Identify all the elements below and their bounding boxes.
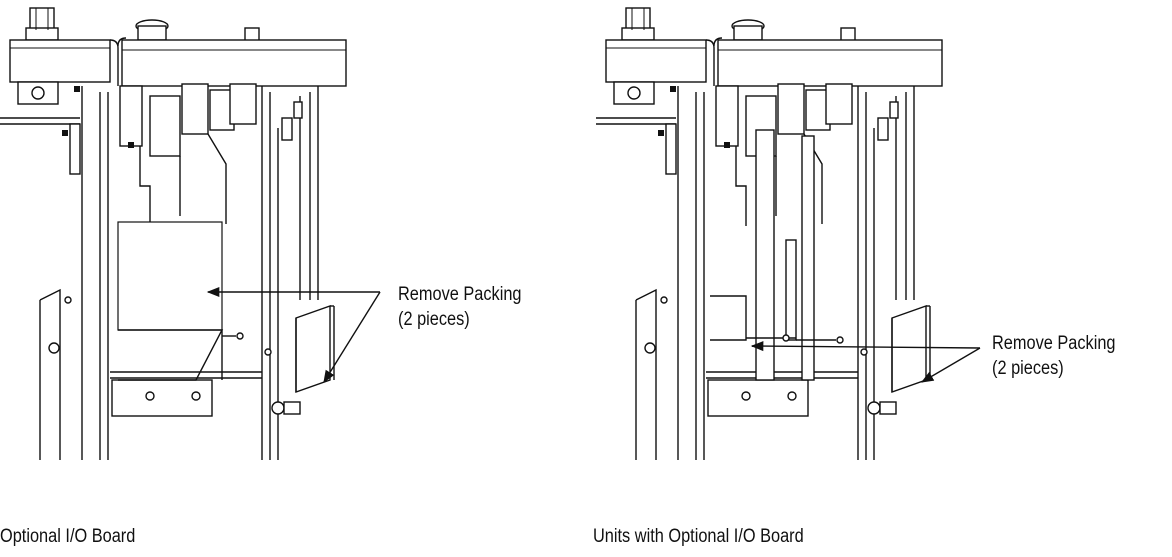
callout-arrow-2b (920, 347, 981, 383)
figure-1-callout: Remove Packing (2 pieces) (398, 282, 522, 332)
figure-2-callout: Remove Packing (2 pieces) (992, 331, 1116, 381)
figure-1-callout-line2: (2 pieces) (398, 309, 470, 330)
figure-2-caption: Units with Optional I/O Board (593, 526, 804, 547)
figure-2-callout-line2: (2 pieces) (992, 358, 1064, 379)
figure-2-callout-line1: Remove Packing (992, 333, 1116, 354)
figure-1-drawing (0, 7, 381, 461)
callout-arrow-1b (323, 291, 381, 384)
figure-2-drawing (595, 7, 943, 461)
callout-arrow-2a (750, 341, 981, 352)
packing-block-1 (117, 221, 223, 331)
figure-1-callout-line1: Remove Packing (398, 284, 522, 305)
figure-1-caption: Optional I/O Board (0, 526, 136, 547)
